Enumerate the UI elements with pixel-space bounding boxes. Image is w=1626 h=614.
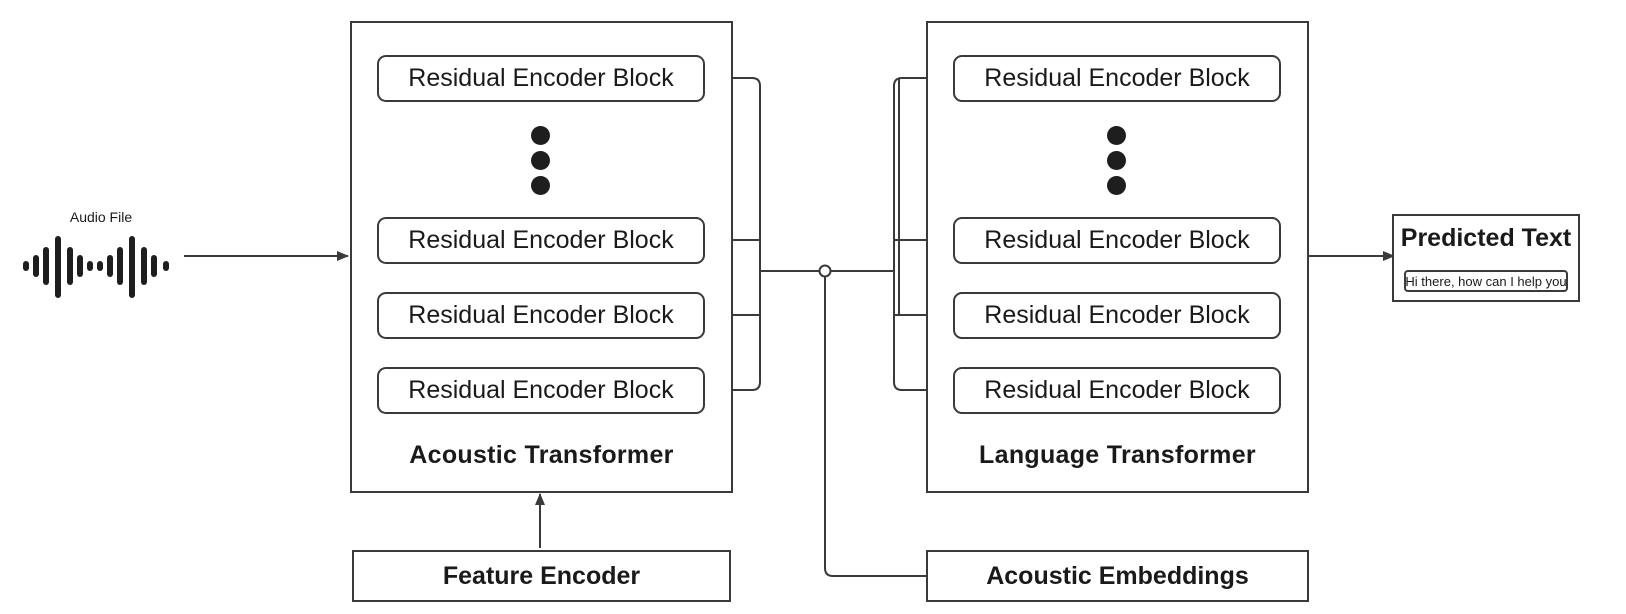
acoustic-ellipsis: [531, 126, 551, 201]
language-encoder-block-4: Residual Encoder Block: [953, 367, 1281, 414]
predicted-text-title: Predicted Text: [1400, 224, 1572, 252]
language-encoder-block-1: Residual Encoder Block: [953, 55, 1281, 102]
embeddings-to-junction: [824, 276, 926, 577]
predicted-text-value: Hi there, how can I help you: [1404, 270, 1568, 292]
language-ellipsis: [1107, 126, 1127, 201]
acoustic-encoder-block-1: Residual Encoder Block: [377, 55, 705, 102]
acoustic-encoder-block-3: Residual Encoder Block: [377, 292, 705, 339]
acoustic-embeddings-box: Acoustic Embeddings: [926, 550, 1309, 602]
acoustic-transformer-title: Acoustic Transformer: [409, 441, 674, 469]
language-transformer-title: Language Transformer: [979, 441, 1256, 469]
language-encoder-block-3: Residual Encoder Block: [953, 292, 1281, 339]
acoustic-collector: [705, 77, 761, 391]
predicted-text-box: Predicted Text Hi there, how can I help …: [1392, 214, 1580, 302]
feature-encoder-box: Feature Encoder: [352, 550, 731, 602]
language-encoder-block-2: Residual Encoder Block: [953, 217, 1281, 264]
acoustic-encoder-block-4: Residual Encoder Block: [377, 367, 705, 414]
acoustic-encoder-block-2: Residual Encoder Block: [377, 217, 705, 264]
audio-waveform-icon: [23, 236, 169, 298]
audio-file-label: Audio File: [69, 209, 133, 225]
junction-node: [818, 264, 832, 278]
